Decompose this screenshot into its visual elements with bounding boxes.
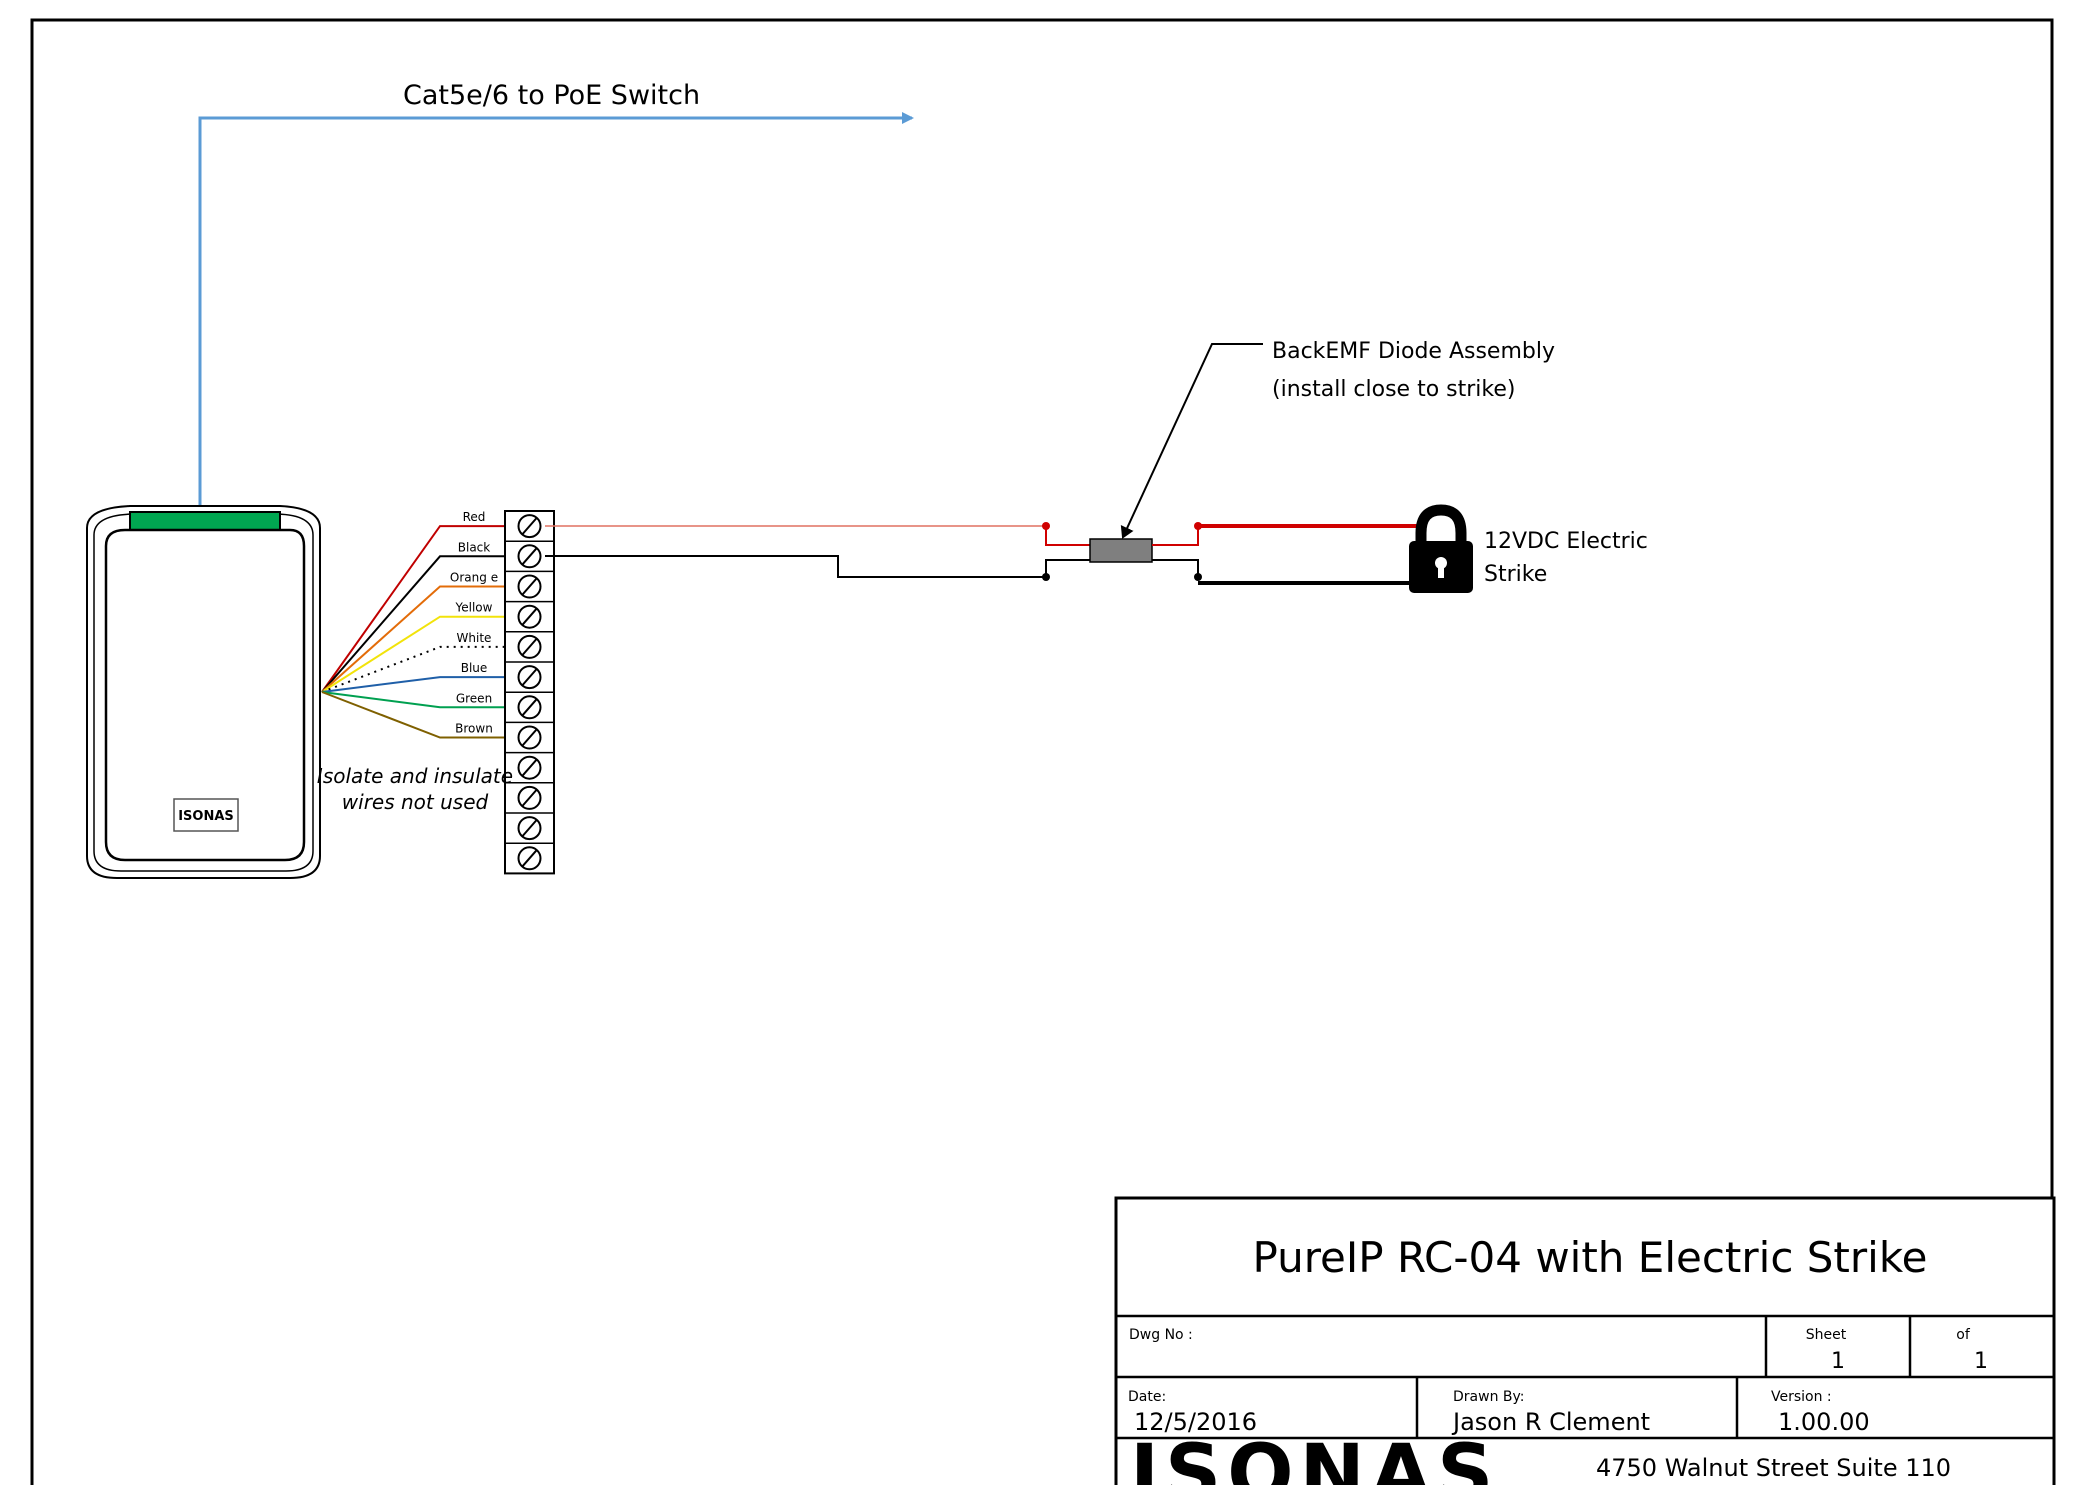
title-block: PureIP RC-04 with Electric Strike Dwg No… xyxy=(1114,1196,2056,1485)
terminal-screw-3 xyxy=(517,574,542,599)
of-value: 1 xyxy=(1974,1349,1988,1374)
wire-label: Orang e xyxy=(450,571,498,585)
wire-orange: Orang e xyxy=(321,571,505,693)
terminal-screw-1 xyxy=(517,514,542,539)
wire-label: Red xyxy=(463,510,486,524)
terminal-screw-8 xyxy=(517,725,542,750)
dwg-no-label: Dwg No : xyxy=(1129,1327,1193,1343)
svg-text:Isolate and insulate: Isolate and insulate xyxy=(317,764,513,788)
version-label: Version : xyxy=(1771,1389,1832,1405)
terminal-block xyxy=(504,510,555,875)
wire-green: Green xyxy=(321,691,505,709)
terminal-screw-11 xyxy=(517,816,542,841)
wire-brown: Brown xyxy=(321,691,505,739)
drawing-border xyxy=(30,18,2054,1485)
wire-black: Black xyxy=(321,540,505,693)
lock-icon: 12VDC Electric Strike xyxy=(1409,504,1648,593)
diode-label-line2: (install close to strike) xyxy=(1272,377,1515,402)
card-reader: ISONAS xyxy=(86,505,321,879)
strike-label-line1: 12VDC Electric xyxy=(1484,529,1648,554)
wire-yellow: Yellow xyxy=(321,601,505,693)
backemf-diode-assembly: BackEMF Diode Assembly (install close to… xyxy=(1089,339,1555,581)
company-address: 4750 Walnut Street Suite 110 xyxy=(1596,1454,1951,1482)
terminal-screw-2 xyxy=(517,544,542,569)
wire-label: White xyxy=(457,631,492,645)
terminal-screw-5 xyxy=(517,634,542,659)
wire-label: Yellow xyxy=(455,601,493,615)
date-label: Date: xyxy=(1128,1389,1166,1405)
strike-leads xyxy=(1198,524,1420,585)
drawn-by-label: Drawn By: xyxy=(1453,1389,1524,1405)
terminal-screw-9 xyxy=(517,755,542,780)
reader-led-bar xyxy=(129,511,281,531)
sheet-value: 1 xyxy=(1831,1349,1845,1374)
wire-label: Black xyxy=(458,540,491,554)
reader-logo-badge: ISONAS xyxy=(173,798,239,832)
terminal-screw-10 xyxy=(517,785,542,810)
strike-label-line2: Strike xyxy=(1484,562,1547,587)
drawn-by-value: Jason R Clement xyxy=(1451,1408,1650,1436)
wire-white: White xyxy=(321,631,505,693)
network-label: Cat5e/6 to PoE Switch xyxy=(403,80,700,111)
wire-blue: Blue xyxy=(321,661,505,693)
svg-text:ISONAS: ISONAS xyxy=(178,809,234,824)
network-cable: Cat5e/6 to PoE Switch xyxy=(198,80,914,506)
wire-label: Brown xyxy=(455,722,493,736)
terminal-screw-4 xyxy=(517,604,542,629)
sheet-label: Sheet xyxy=(1806,1327,1847,1343)
wire-label: Blue xyxy=(461,661,488,675)
version-value: 1.00.00 xyxy=(1778,1408,1870,1436)
drawing-title: PureIP RC-04 with Electric Strike xyxy=(1253,1233,1928,1282)
wire-red: Red xyxy=(321,510,505,693)
svg-text:wires not used: wires not used xyxy=(342,790,489,814)
company-logo: ISONAS xyxy=(1130,1429,1499,1485)
of-label: of xyxy=(1956,1327,1971,1343)
terminal-screw-12 xyxy=(517,846,542,871)
unused-wires-note: Isolate and insulate wires not used xyxy=(317,764,513,814)
diode-label-line1: BackEMF Diode Assembly xyxy=(1272,339,1555,364)
terminal-screw-7 xyxy=(517,695,542,720)
date-value: 12/5/2016 xyxy=(1134,1408,1257,1436)
power-run xyxy=(545,522,1090,581)
wire-label: Green xyxy=(456,691,492,705)
terminal-screw-6 xyxy=(517,665,542,690)
